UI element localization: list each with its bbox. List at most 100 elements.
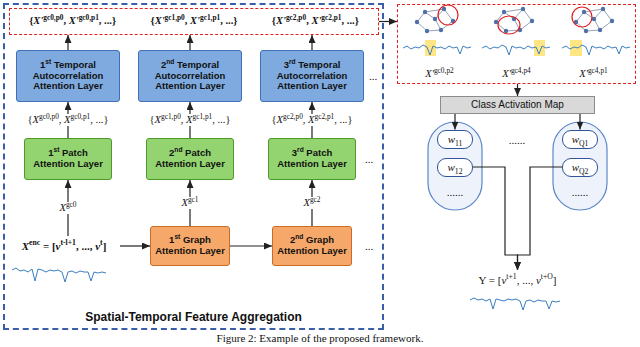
text-part: { bbox=[29, 15, 33, 26]
arrow-connector bbox=[67, 35, 68, 50]
edge-label: {Xgc0,p0, Xgc0,p1, ...} bbox=[26, 114, 111, 126]
output-frame: X'gc0,p2X'gc4,p4X'gc4,p1 bbox=[397, 4, 636, 84]
text-part: gc2,p1 bbox=[321, 13, 341, 22]
weight-group-outline bbox=[428, 122, 482, 210]
process-box: 1st Graph Attention Layer bbox=[150, 226, 230, 266]
text-part: Y = [ bbox=[479, 274, 502, 286]
node-text: Class Activation Map bbox=[471, 99, 564, 111]
text-part: rd bbox=[297, 146, 304, 153]
graph-vertices bbox=[574, 7, 614, 33]
text-part: , bbox=[59, 114, 64, 125]
node-text: wQ1 bbox=[572, 133, 589, 146]
text-part: t+O bbox=[541, 272, 553, 281]
text-part: X bbox=[155, 114, 161, 125]
output-series bbox=[470, 298, 560, 310]
text-part: gc0,p1 bbox=[70, 111, 90, 120]
text-part: gc1,p1 bbox=[200, 13, 220, 22]
text-part: w bbox=[572, 133, 579, 145]
text-part: X bbox=[59, 202, 65, 213]
text-part: , bbox=[303, 114, 308, 125]
text-part: , ..., bbox=[517, 274, 536, 286]
patch-series bbox=[482, 45, 550, 55]
process-box: Class Activation Map bbox=[440, 96, 595, 114]
node-text: 2nd Graph Attention Layer bbox=[276, 235, 348, 257]
text-part: gc0 bbox=[66, 199, 77, 208]
graph-edges bbox=[496, 9, 532, 31]
text-part: v bbox=[56, 240, 61, 252]
text-part: gc2,p0 bbox=[283, 111, 303, 120]
node-text: 1st Patch Attention Layer bbox=[28, 148, 108, 170]
text-part: gc1,p1 bbox=[192, 111, 212, 120]
text-part: 2 bbox=[169, 147, 174, 158]
text-part: { bbox=[272, 114, 277, 125]
text-part: X bbox=[277, 114, 283, 125]
text-part: gc0,p0 bbox=[43, 13, 63, 22]
arrow-connector bbox=[311, 35, 312, 50]
node-text: X'gc4,p4 bbox=[502, 68, 530, 80]
highlight-ring bbox=[438, 5, 458, 25]
figure-caption: Figure 2: Example of the proposed framew… bbox=[217, 332, 424, 345]
graph-vertices bbox=[494, 7, 534, 33]
edge-label: Xgc0 bbox=[57, 202, 78, 214]
text-part: Class Activation Map bbox=[471, 99, 564, 110]
text-part: X bbox=[303, 197, 309, 208]
text-part: Q1 bbox=[579, 139, 588, 148]
text-part: , ...} bbox=[334, 114, 352, 125]
node-text: 2nd Patch Attention Layer bbox=[150, 148, 230, 170]
edge-label: {Xgc1,p0, Xgc1,p1, ...} bbox=[148, 114, 233, 126]
text-part: X' bbox=[155, 15, 165, 26]
graph-edges bbox=[417, 9, 453, 31]
group-frame: Spatial-Temporal Feature Aggregation{X'g… bbox=[3, 3, 384, 330]
text-part: gc0,p0 bbox=[39, 111, 59, 120]
text-part: X' bbox=[425, 68, 434, 79]
node-text: 3rd Temporal Autocorrelation Attention L… bbox=[264, 60, 360, 93]
process-box: wQ1 bbox=[562, 130, 598, 149]
arrow-connector bbox=[454, 114, 455, 130]
ellipsis-label: ...... bbox=[447, 186, 464, 199]
text-part: Patch Attention Layer bbox=[33, 147, 103, 169]
highlight-ring bbox=[572, 7, 592, 27]
process-box: wQ2 bbox=[562, 158, 598, 177]
text-part: , ...} bbox=[220, 15, 237, 26]
text-part: enc bbox=[29, 238, 40, 247]
text-part: , ...} bbox=[212, 114, 230, 125]
arrow-connector bbox=[379, 21, 397, 22]
node-text: 1st Temporal Autocorrelation Attention L… bbox=[20, 60, 116, 93]
highlight-ring bbox=[498, 16, 520, 34]
graph-patch-illustration bbox=[562, 7, 630, 56]
text-part: t+1 bbox=[506, 272, 516, 281]
text-part: X bbox=[186, 114, 192, 125]
text-part: , ...} bbox=[99, 15, 116, 26]
text-part: gc4,p1 bbox=[588, 65, 608, 74]
text-part: { bbox=[28, 114, 33, 125]
graph-vertices bbox=[415, 7, 455, 33]
text-part: X' bbox=[190, 15, 200, 26]
text-part: st bbox=[53, 146, 59, 153]
arrow-connector bbox=[120, 245, 150, 246]
node-text: {X'gc1,p0, X'gc1,p1, ...} bbox=[151, 15, 238, 27]
text-part: 1 bbox=[40, 59, 45, 70]
text-part: 12 bbox=[455, 167, 463, 176]
text-part: nd bbox=[166, 57, 174, 64]
arrow-connector bbox=[518, 167, 563, 270]
ellipsis-label: ... bbox=[365, 153, 373, 166]
text-part: v bbox=[536, 274, 541, 286]
process-box: 2nd Temporal Autocorrelation Attention L… bbox=[138, 50, 242, 102]
ellipsis-label: ...... bbox=[572, 186, 589, 199]
text-part: X' bbox=[502, 68, 511, 79]
text-part: gc1 bbox=[188, 194, 199, 203]
text-part: 3 bbox=[292, 147, 297, 158]
arrow-connector bbox=[473, 167, 518, 270]
text-part: X bbox=[22, 240, 29, 252]
text-part: gc2 bbox=[310, 194, 321, 203]
node-text: X'gc0,p2 bbox=[425, 68, 453, 80]
graph-patch-illustration bbox=[482, 7, 550, 56]
arrow-connector bbox=[517, 84, 518, 96]
process-box: Y = [vt+1, ..., vt+O] bbox=[462, 270, 573, 290]
text-part: { bbox=[272, 15, 276, 26]
node-text: {X'gc0,p0, X'gc0,p1, ...} bbox=[29, 15, 116, 27]
text-part: ] bbox=[103, 240, 107, 252]
text-part: , ..., bbox=[76, 240, 95, 252]
process-box: 1st Patch Attention Layer bbox=[24, 138, 112, 180]
text-part: { bbox=[151, 15, 155, 26]
